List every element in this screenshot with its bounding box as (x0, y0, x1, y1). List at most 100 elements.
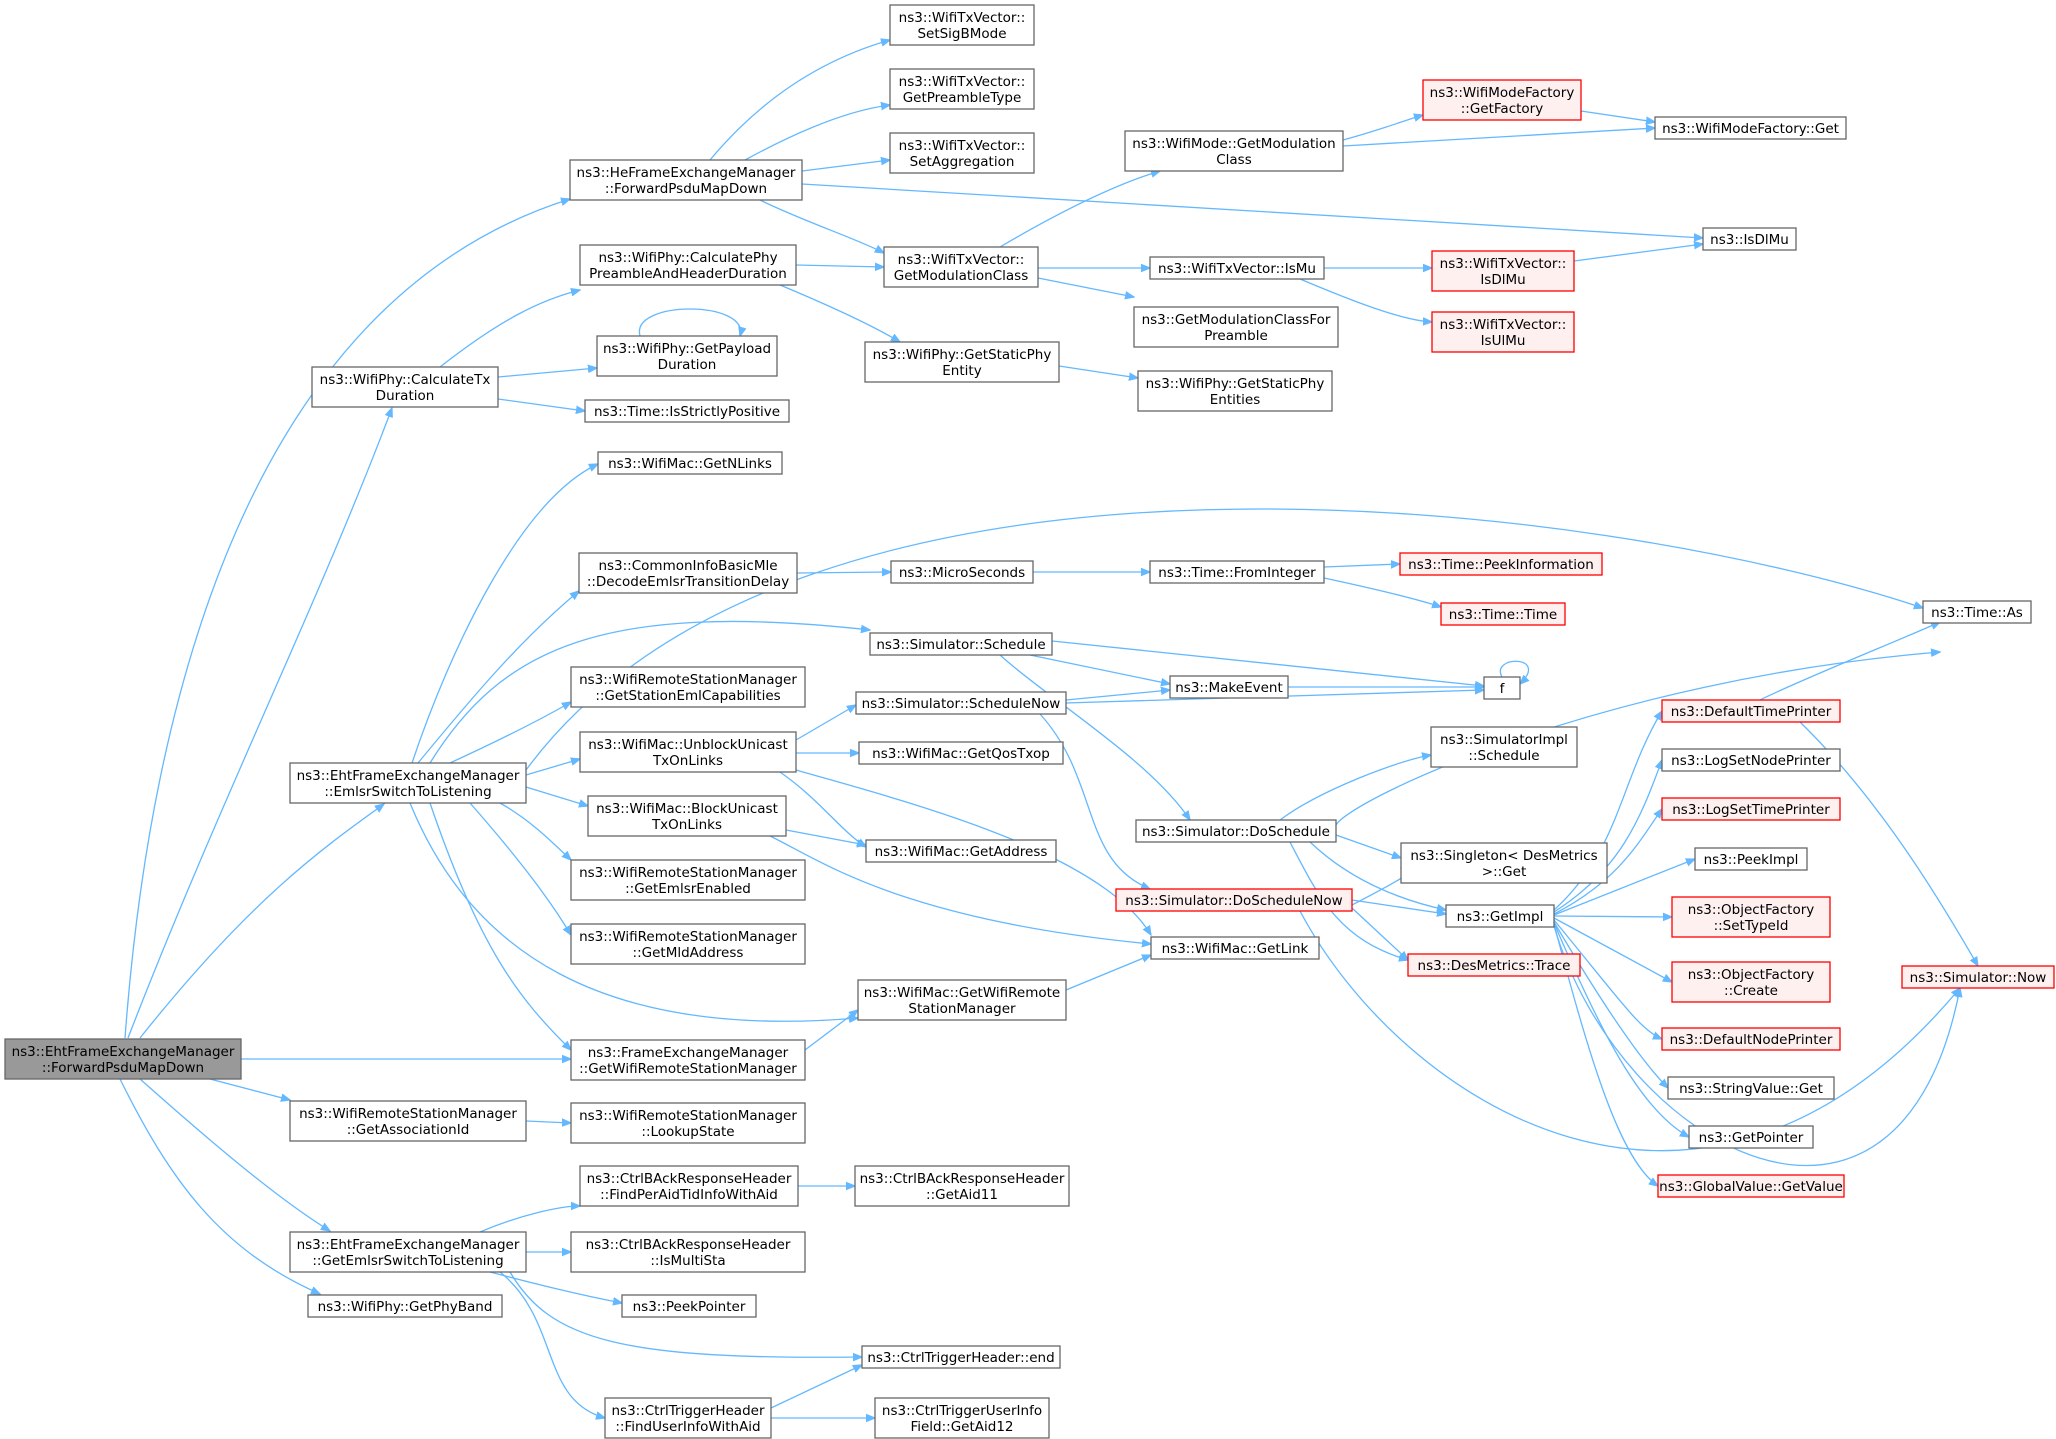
node-time-as[interactable]: ns3::Time::As (1922, 600, 2032, 624)
node-singleton-get[interactable]: ns3::Singleton< DesMetrics>::Get (1400, 842, 1608, 884)
call-edge (209, 1078, 290, 1100)
node-sim-now[interactable]: ns3::Simulator::Now (1901, 965, 2055, 989)
node-desmetrics-trace[interactable]: ns3::DesMetrics::Trace (1407, 953, 1581, 977)
node-box (865, 839, 1057, 863)
node-getaid11[interactable]: ns3::CtrlBAckResponseHeader::GetAid11 (854, 1165, 1070, 1207)
node-calc-preamble[interactable]: ns3::WifiPhy::CalculatePhyPreambleAndHea… (579, 244, 797, 286)
node-txv-modclass[interactable]: ns3::WifiTxVector::GetModulationClass (883, 246, 1039, 288)
call-edge (525, 759, 580, 776)
node-label: ns3::WifiPhy::GetPhyBand (318, 1299, 493, 1315)
node-box (596, 335, 778, 377)
call-edge (1342, 115, 1423, 141)
node-stringvalue-get[interactable]: ns3::StringValue::Get (1667, 1076, 1835, 1100)
node-ismultista[interactable]: ns3::CtrlBAckResponseHeader::IsMultiSta (570, 1231, 806, 1273)
call-edge (1580, 110, 1655, 122)
node-sim-doschedule[interactable]: ns3::Simulator::DoSchedule (1135, 819, 1337, 843)
node-frominteger[interactable]: ns3::Time::FromInteger (1149, 560, 1325, 584)
node-strictly-pos[interactable]: ns3::Time::IsStrictlyPositive (584, 399, 790, 423)
node-label: ns3::IsDlMu (1710, 232, 1789, 248)
node-box (864, 341, 1060, 383)
node-root[interactable]: ns3::EhtFrameExchangeManager::ForwardPsd… (4, 1038, 242, 1080)
node-finduserinfo[interactable]: ns3::CtrlTriggerHeader::FindUserInfoWith… (604, 1397, 772, 1439)
node-label: ns3::MicroSeconds (899, 565, 1025, 581)
node-label: ns3::GetModulationClassFor (1142, 312, 1331, 328)
node-label: ::EmlsrSwitchToListening (324, 784, 491, 800)
node-label: ns3::WifiTxVector::IsMu (1158, 261, 1316, 277)
node-txv-ismu[interactable]: ns3::WifiTxVector::IsMu (1149, 256, 1325, 280)
node-getqostxop[interactable]: ns3::WifiMac::GetQosTxop (858, 741, 1064, 765)
node-getphyband[interactable]: ns3::WifiPhy::GetPhyBand (307, 1294, 503, 1318)
node-objf-create[interactable]: ns3::ObjectFactory::Create (1671, 961, 1831, 1003)
node-getpointer[interactable]: ns3::GetPointer (1688, 1125, 1814, 1149)
node-mode-modclass[interactable]: ns3::WifiMode::GetModulationClass (1124, 130, 1344, 172)
call-edge (439, 290, 580, 368)
node-getassocid[interactable]: ns3::WifiRemoteStationManager::GetAssoci… (289, 1100, 527, 1142)
node-lookupstate[interactable]: ns3::WifiRemoteStationManager::LookupSta… (570, 1102, 806, 1144)
node-decode-emlsr[interactable]: ns3::CommonInfoBasicMle::DecodeEmlsrTran… (578, 552, 798, 594)
node-mf-get[interactable]: ns3::WifiModeFactory::Get (1654, 116, 1847, 140)
node-getlink[interactable]: ns3::WifiMac::GetLink (1150, 936, 1320, 960)
node-get-preamble[interactable]: ns3::WifiTxVector::GetPreambleType (889, 68, 1035, 110)
call-edge (525, 508, 1923, 771)
node-logsetnodeprinter[interactable]: ns3::LogSetNodePrinter (1661, 748, 1841, 772)
node-findperaid[interactable]: ns3::CtrlBAckResponseHeader::FindPerAidT… (579, 1165, 799, 1207)
node-he-fwd[interactable]: ns3::HeFrameExchangeManager::ForwardPsdu… (569, 159, 803, 201)
node-label: ns3::WifiMac::GetAddress (875, 844, 1048, 860)
node-emlsr-switch[interactable]: ns3::EhtFrameExchangeManager::EmlsrSwitc… (289, 762, 527, 804)
node-get-station-eml[interactable]: ns3::WifiRemoteStationManager::GetStatio… (570, 666, 806, 708)
node-objf-settypeid[interactable]: ns3::ObjectFactory::SetTypeId (1671, 896, 1831, 938)
node-getimpl[interactable]: ns3::GetImpl (1445, 904, 1555, 928)
node-label: ns3::ObjectFactory (1688, 902, 1815, 918)
node-sim-schedule[interactable]: ns3::Simulator::Schedule (869, 632, 1053, 656)
node-txv-isdlmu[interactable]: ns3::WifiTxVector::IsDlMu (1431, 250, 1575, 292)
node-defaultnodeprinter[interactable]: ns3::DefaultNodePrinter (1661, 1027, 1841, 1051)
node-sim-schedulenow[interactable]: ns3::Simulator::ScheduleNow (855, 691, 1067, 715)
call-edge (801, 183, 1703, 238)
node-getaddress[interactable]: ns3::WifiMac::GetAddress (865, 839, 1057, 863)
node-getemlsr-enabled[interactable]: ns3::WifiRemoteStationManager::GetEmlsrE… (570, 859, 806, 901)
node-set-sigb[interactable]: ns3::WifiTxVector::SetSigBMode (889, 4, 1035, 46)
node-simimpl-schedule[interactable]: ns3::SimulatorImpl::Schedule (1430, 726, 1578, 768)
node-peekinfo[interactable]: ns3::Time::PeekInformation (1399, 552, 1603, 576)
node-label: ::ForwardPsduMapDown (42, 1060, 204, 1076)
node-set-aggr[interactable]: ns3::WifiTxVector::SetAggregation (889, 132, 1035, 174)
node-getemlsr-switch[interactable]: ns3::EhtFrameExchangeManager::GetEmlsrSw… (289, 1231, 527, 1273)
node-f[interactable]: f (1483, 676, 1521, 700)
call-edge (1553, 916, 1672, 917)
node-label: ns3::WifiPhy::CalculatePhy (598, 250, 777, 266)
node-microseconds[interactable]: ns3::MicroSeconds (890, 560, 1034, 584)
call-edge (795, 265, 884, 267)
node-label: ns3::WifiTxVector:: (899, 10, 1026, 26)
call-edge (1058, 365, 1138, 378)
node-label: ns3::Time::As (1931, 605, 2023, 621)
node-getnlinks[interactable]: ns3::WifiMac::GetNLinks (597, 451, 783, 475)
node-mf-getfactory[interactable]: ns3::WifiModeFactory::GetFactory (1422, 79, 1582, 121)
node-label: ns3::WifiTxVector:: (899, 74, 1026, 90)
node-peekimpl[interactable]: ns3::PeekImpl (1694, 847, 1808, 871)
node-peekpointer[interactable]: ns3::PeekPointer (621, 1294, 757, 1318)
node-defaulttimeprinter[interactable]: ns3::DefaultTimePrinter (1661, 699, 1841, 723)
node-getmldaddr[interactable]: ns3::WifiRemoteStationManager::GetMldAdd… (570, 923, 806, 965)
node-label: ns3::CtrlTriggerHeader::end (867, 1350, 1054, 1366)
node-trigger-end[interactable]: ns3::CtrlTriggerHeader::end (861, 1345, 1061, 1369)
node-time-time[interactable]: ns3::Time::Time (1440, 602, 1566, 626)
node-logsettimeprinter[interactable]: ns3::LogSetTimePrinter (1661, 797, 1841, 821)
node-txv-isulmu[interactable]: ns3::WifiTxVector::IsUlMu (1431, 311, 1575, 353)
node-sim-doschedulenow[interactable]: ns3::Simulator::DoScheduleNow (1115, 888, 1353, 912)
call-edge (497, 398, 585, 411)
node-globalvalue-get[interactable]: ns3::GlobalValue::GetValue (1657, 1174, 1845, 1198)
node-box (1430, 726, 1578, 768)
node-isdlmu[interactable]: ns3::IsDlMu (1702, 227, 1797, 251)
node-makeevent[interactable]: ns3::MakeEvent (1169, 675, 1289, 699)
node-getwrsm-fem[interactable]: ns3::FrameExchangeManager::GetWifiRemote… (570, 1039, 806, 1081)
node-label: ns3::CtrlBAckResponseHeader (586, 1237, 791, 1253)
node-getwrsm-mac[interactable]: ns3::WifiMac::GetWifiRemoteStationManage… (857, 979, 1067, 1021)
